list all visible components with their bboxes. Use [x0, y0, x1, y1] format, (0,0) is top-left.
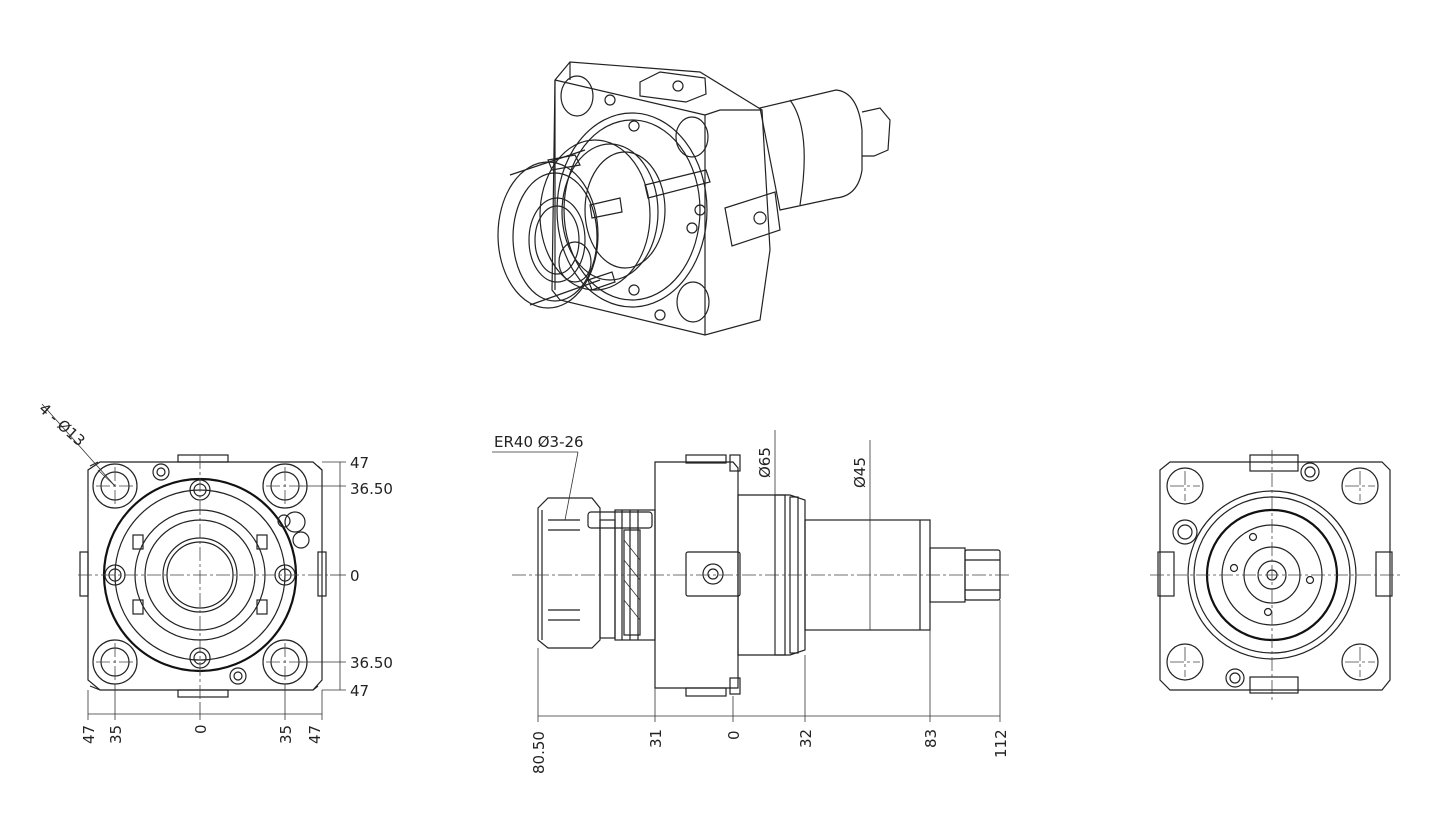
dim-right-top: 47 — [350, 454, 369, 472]
dim-datum: 0 — [725, 730, 743, 740]
front-view: 4 - Ø13 47 36.50 0 36.50 47 47 35 0 35 4… — [35, 400, 393, 744]
dim-body: 32 — [797, 729, 815, 748]
hole-callout: 4 - Ø13 — [35, 400, 88, 450]
rear-view — [1150, 450, 1400, 700]
dia-65-label: Ø65 — [756, 447, 774, 478]
dim-bottom-center: 0 — [192, 724, 210, 734]
dim-bottom-hole-right: 35 — [277, 725, 295, 744]
dim-right-bottom: 47 — [350, 682, 369, 700]
dim-flange-front: 31 — [647, 729, 665, 748]
dim-bottom-hole-left: 35 — [107, 725, 125, 744]
dim-right-hole-bottom: 36.50 — [350, 654, 393, 672]
dim-bottom-left: 47 — [80, 725, 98, 744]
side-view: ER40 Ø3-26 Ø65 Ø45 80.50 31 0 32 83 112 — [492, 430, 1012, 774]
dim-right-center: 0 — [350, 567, 360, 585]
dim-collet-length: 80.50 — [530, 731, 548, 774]
dim-bottom-right: 47 — [306, 725, 324, 744]
collet-callout: ER40 Ø3-26 — [494, 433, 584, 451]
isometric-view — [497, 61, 891, 336]
dim-overall: 112 — [992, 729, 1010, 758]
dim-shank: 83 — [922, 729, 940, 748]
dia-45-label: Ø45 — [851, 457, 869, 488]
front-hole-centerlines — [96, 467, 304, 681]
dim-right-hole-top: 36.50 — [350, 480, 393, 498]
